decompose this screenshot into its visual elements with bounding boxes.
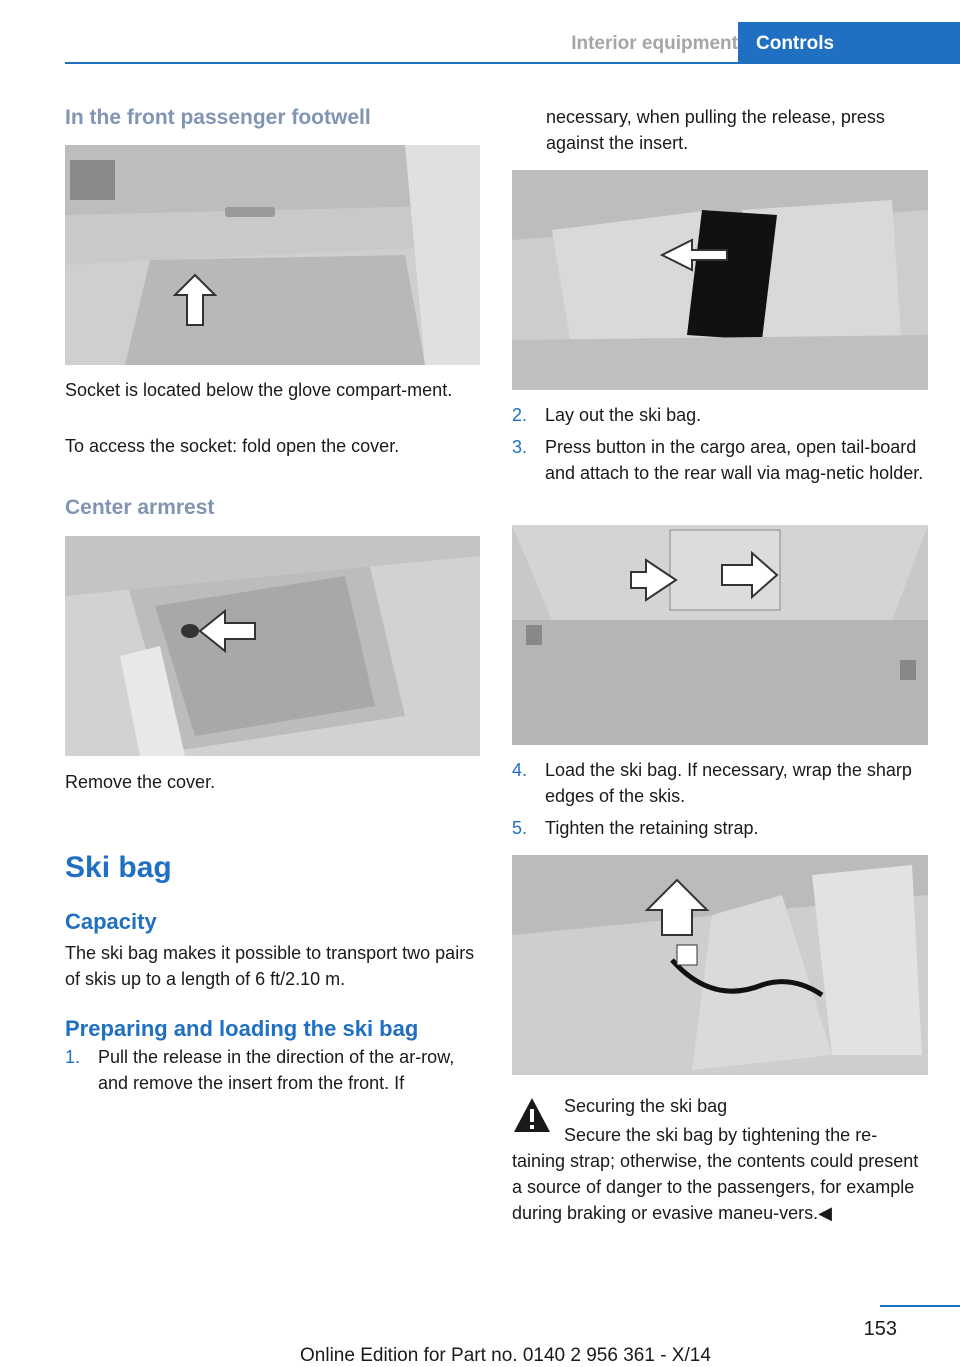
armrest-text: Remove the cover. (65, 772, 216, 792)
step-item: 5. Tighten the retaining strap. (512, 815, 928, 841)
warning-triangle-icon (512, 1094, 552, 1136)
footer-rule (880, 1305, 960, 1307)
armrest-illustration (65, 536, 480, 756)
capacity-text: The ski bag makes it possible to transpo… (65, 943, 475, 989)
continued-text: necessary, when pulling the release, pre… (546, 107, 885, 153)
step-text: Load the ski bag. If necessary, wrap the… (545, 760, 912, 806)
footwell-text-1: Socket is located below the glove compar… (65, 380, 453, 400)
warning-title: Securing the ski bag (564, 1096, 728, 1116)
capacity-heading: Capacity (65, 909, 157, 934)
step-item: 2. Lay out the ski bag. (512, 402, 928, 428)
ski-bag-heading: Ski bag (65, 851, 172, 884)
step-number: 5. (512, 818, 528, 838)
retaining-strap-illustration (512, 855, 928, 1075)
armrest-heading: Center armrest (65, 496, 215, 519)
steps-list-right-b: 4. Load the ski bag. If necessary, wrap … (512, 757, 928, 847)
step-text: Tighten the retaining strap. (545, 818, 759, 838)
step-item: 4. Load the ski bag. If necessary, wrap … (512, 757, 928, 809)
step-text: Lay out the ski bag. (545, 405, 702, 425)
header-section-title: Interior equipment (571, 33, 738, 54)
step-text: Press button in the cargo area, open tai… (545, 437, 924, 483)
page-header: Interior equipment Controls (65, 22, 960, 64)
preparing-heading: Preparing and loading the ski bag (65, 1016, 419, 1041)
step-item: 1. Pull the release in the direction of … (65, 1044, 480, 1096)
step-number: 1. (65, 1047, 81, 1067)
step-text: Pull the release in the direction of the… (98, 1047, 455, 1093)
rear-seat-release-illustration (512, 170, 928, 390)
footwell-text-2: To access the socket: fold open the cove… (65, 436, 400, 456)
step-item: 3. Press button in the cargo area, open … (512, 434, 928, 486)
header-chapter-tab: Controls (738, 22, 960, 62)
steps-list-right-a: 2. Lay out the ski bag. 3. Press button … (512, 402, 928, 492)
step-number: 2. (512, 405, 528, 425)
step-number: 3. (512, 437, 528, 457)
footer-edition: Online Edition for Part no. 0140 2 956 3… (300, 1345, 711, 1366)
step-number: 4. (512, 760, 528, 780)
warning-text: Secure the ski bag by tightening the re‐… (512, 1125, 919, 1223)
footwell-illustration (65, 145, 480, 365)
footwell-heading: In the front passenger footwell (65, 106, 371, 129)
page-number: 153 (863, 1318, 897, 1340)
cargo-area-illustration (512, 525, 928, 745)
steps-list-left: 1. Pull the release in the direction of … (65, 1044, 480, 1102)
